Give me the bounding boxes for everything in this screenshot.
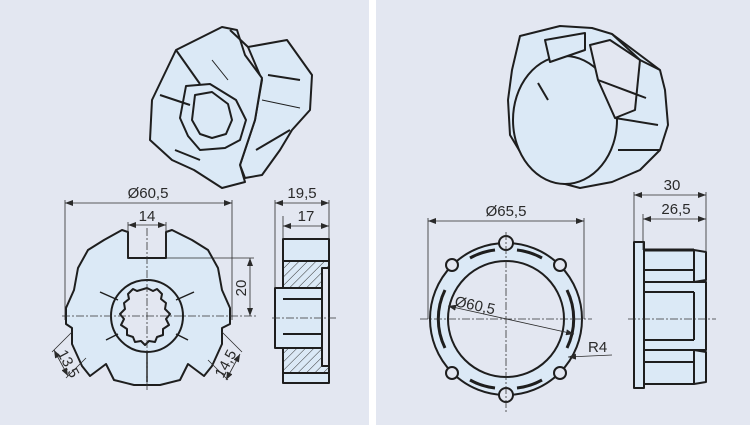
ring-adapter-side-view <box>628 241 716 389</box>
ring-adapter-front-dimensions <box>427 218 613 360</box>
dim-overall-width-left: 19,5 <box>287 185 316 202</box>
ring-adapter-isometric <box>507 25 669 189</box>
dim-outer-diameter-left: Ø60,5 <box>128 185 169 202</box>
dim-body-width-right: 26,5 <box>661 201 690 218</box>
ring-adapter-side-dimensions <box>633 192 707 252</box>
ring-adapter-front-view <box>420 232 592 412</box>
dim-body-width-left: 17 <box>298 208 315 225</box>
dim-slot-depth: 20 <box>233 280 250 297</box>
dim-outer-diameter-right: Ø65,5 <box>486 203 527 220</box>
octagonal-adapter-front-view <box>62 228 258 392</box>
octagonal-adapter-side-dimensions <box>274 200 330 288</box>
dim-overall-width-right: 30 <box>664 177 681 194</box>
octagonal-adapter-isometric <box>149 26 313 189</box>
octagonal-adapter-front-dimensions <box>51 200 254 381</box>
dim-notch-radius: R4 <box>588 339 607 356</box>
octagonal-adapter-side-section <box>272 238 336 384</box>
dim-top-slot-width: 14 <box>139 208 156 225</box>
